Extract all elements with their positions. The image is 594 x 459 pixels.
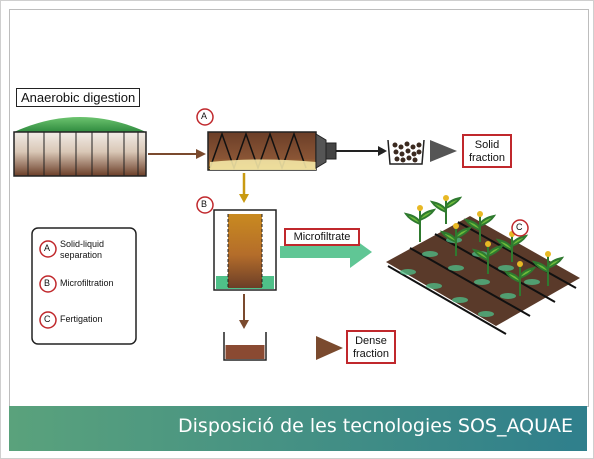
marker-a-label: A: [201, 111, 208, 121]
arrow-to-dense-fraction: [316, 336, 343, 360]
caption-text: Disposició de les tecnologies SOS_AQUAE: [178, 415, 573, 437]
legend-a-marker: A: [44, 243, 51, 253]
marker-b-label: B: [201, 199, 208, 209]
screw-separator: [207, 131, 337, 171]
arrow-to-solid-bin: [336, 146, 387, 156]
marker-c-label: C: [516, 222, 523, 232]
legend-c-circle: [39, 311, 57, 329]
arrow-separator-to-filter: [239, 173, 249, 203]
digester-tank: [13, 131, 147, 177]
dense-fraction-box: Dense fraction: [346, 330, 396, 364]
digester-label: Anaerobic digestion: [16, 88, 141, 107]
legend-a-circle: [39, 240, 57, 258]
microfiltrate-label: Microfiltrate: [293, 231, 351, 243]
solid-fraction-line-2: fraction: [468, 152, 506, 164]
arrow-filter-to-field: [280, 236, 372, 268]
arrow-digester-to-separator: [148, 149, 206, 159]
solid-fraction-line-1: Solid: [474, 139, 500, 151]
digester-ribs: [27, 132, 139, 176]
legend-a-text: Solid-liquid separation: [60, 239, 104, 261]
microfiltrate-box: Microfiltrate: [284, 228, 360, 246]
marker-a-circle: [196, 108, 214, 126]
legend-a-line-1: Solid-liquid: [60, 239, 105, 249]
legend-box: [31, 227, 137, 345]
digester-dome: [14, 117, 146, 132]
legend-a-line-2: separation: [60, 250, 103, 260]
legend-c-text: Fertigation: [60, 314, 103, 324]
solid-fraction-box: Solid fraction: [462, 134, 512, 168]
legend-b-marker: B: [44, 278, 51, 288]
marker-c-circle: [511, 219, 529, 237]
legend-b-circle: [39, 275, 57, 293]
digester: [13, 117, 147, 177]
caption-bar: Disposició de les tecnologies SOS_AQUAE: [9, 406, 587, 451]
marker-b-circle: [196, 196, 214, 214]
dense-bin: [223, 332, 267, 361]
process-diagram: Anaerobic digestion A B C Solid fraction…: [9, 9, 589, 407]
legend-c-marker: C: [44, 314, 51, 324]
microfilter: [213, 209, 277, 291]
legend-b-text: Microfiltration: [60, 278, 114, 288]
arrow-to-solid-fraction: [430, 140, 457, 162]
solid-bin: [387, 139, 425, 165]
dense-fraction-line-2: fraction: [352, 348, 390, 360]
diagram-graphics: [13, 108, 580, 361]
arrow-filter-to-dense-bin: [239, 294, 249, 329]
dense-fraction-line-1: Dense: [355, 335, 387, 347]
fertigation-field: [386, 195, 580, 335]
